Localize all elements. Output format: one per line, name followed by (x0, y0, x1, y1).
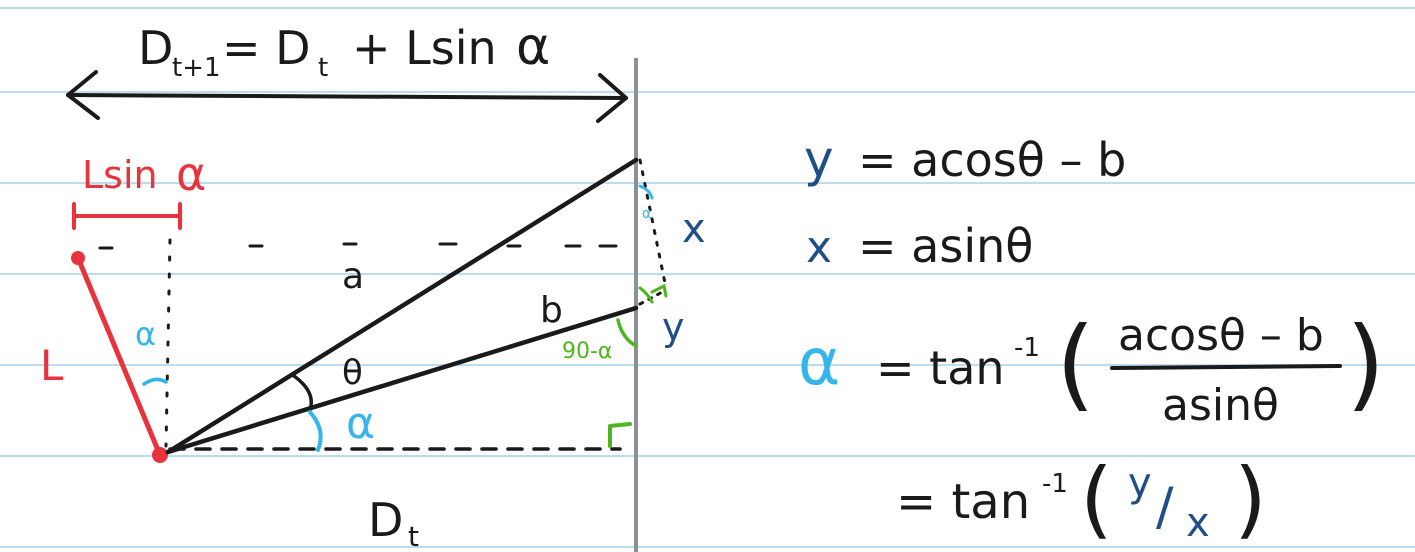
ruled-lines (0, 7, 1415, 548)
alpha-big-label: α (346, 398, 375, 449)
angle-90-label: 90-α (562, 339, 612, 364)
Dt-label: D (368, 493, 403, 547)
eq3-var: α (798, 326, 840, 400)
equation-alpha: α = tan -1 ( acosθ – b asinθ ) (798, 305, 1385, 431)
eq4-slash: / (1156, 477, 1174, 537)
top-eq-alpha: α (516, 17, 550, 77)
alpha-small-label: α (135, 315, 156, 353)
theta-label: θ (342, 353, 363, 393)
L-label: L (40, 341, 64, 390)
top-eq-rest: + Lsin (352, 21, 497, 75)
alpha-big-arc (308, 410, 323, 452)
y-label: y (662, 305, 685, 349)
eq3-left-paren: ( (1056, 305, 1095, 422)
eq3-denominator: asinθ (1162, 380, 1279, 431)
b-label: b (540, 290, 563, 331)
line-b (165, 305, 639, 455)
eq4-lhs: = tan (896, 474, 1030, 530)
lsin-alpha: α (176, 147, 206, 201)
top-equation: D t+1 = D t + Lsin α (138, 17, 550, 83)
x-label: x (682, 206, 706, 252)
Dt-sub: t (408, 520, 419, 552)
right-angle-bottom (608, 422, 632, 448)
small-triangle-alpha: α (642, 206, 651, 222)
lsin-bracket (72, 202, 182, 230)
top-double-arrow (66, 70, 628, 123)
line-a (165, 157, 639, 455)
eq4-den: x (1186, 500, 1210, 546)
a-label: a (342, 256, 364, 297)
equation-y: y = acosθ – b (804, 130, 1126, 188)
eq1-rhs: = acosθ – b (858, 133, 1126, 187)
angle-90-arc (616, 318, 638, 348)
eq1-var: y (804, 130, 834, 188)
eq3-numerator: acosθ – b (1118, 310, 1324, 361)
top-eq-sub-t: t (318, 53, 328, 83)
pendulum-top-dot (71, 251, 85, 265)
vertical-dotted-line (164, 238, 172, 448)
eq2-var: x (806, 222, 832, 273)
eq3-right-paren: ) (1346, 305, 1385, 422)
equation-x: x = asinθ (806, 219, 1033, 273)
equation-y-over-x: = tan -1 ( y / x ) (896, 450, 1267, 548)
eq3-fraction-bar (1110, 364, 1342, 370)
eq4-num: y (1128, 460, 1152, 506)
eq4-left-paren: ( (1080, 450, 1113, 548)
alpha-small-arc (142, 377, 168, 386)
theta-arc (292, 374, 313, 412)
eq2-rhs: = asinθ (858, 219, 1033, 273)
eq4-sup: -1 (1042, 469, 1068, 499)
small-triangle-cyan-arc (638, 184, 654, 200)
eq4-right-paren: ) (1234, 450, 1267, 548)
eq3-lhs: = tan (876, 341, 1005, 395)
top-eq-eq-D: = D (222, 21, 311, 75)
lsin-text: Lsin (82, 153, 158, 197)
top-eq-sub-t1: t+1 (172, 53, 221, 83)
top-eq-D: D (138, 21, 173, 75)
lsin-label: Lsin α (82, 147, 206, 201)
eq3-sup: -1 (1014, 333, 1040, 363)
small-triangle-right-angle (650, 283, 668, 298)
pendulum-rod (71, 251, 168, 463)
small-triangle-green-arc (638, 286, 654, 304)
pendulum-bottom-dot (152, 447, 168, 463)
top-dashed-line (98, 242, 618, 250)
small-triangle (638, 158, 668, 306)
